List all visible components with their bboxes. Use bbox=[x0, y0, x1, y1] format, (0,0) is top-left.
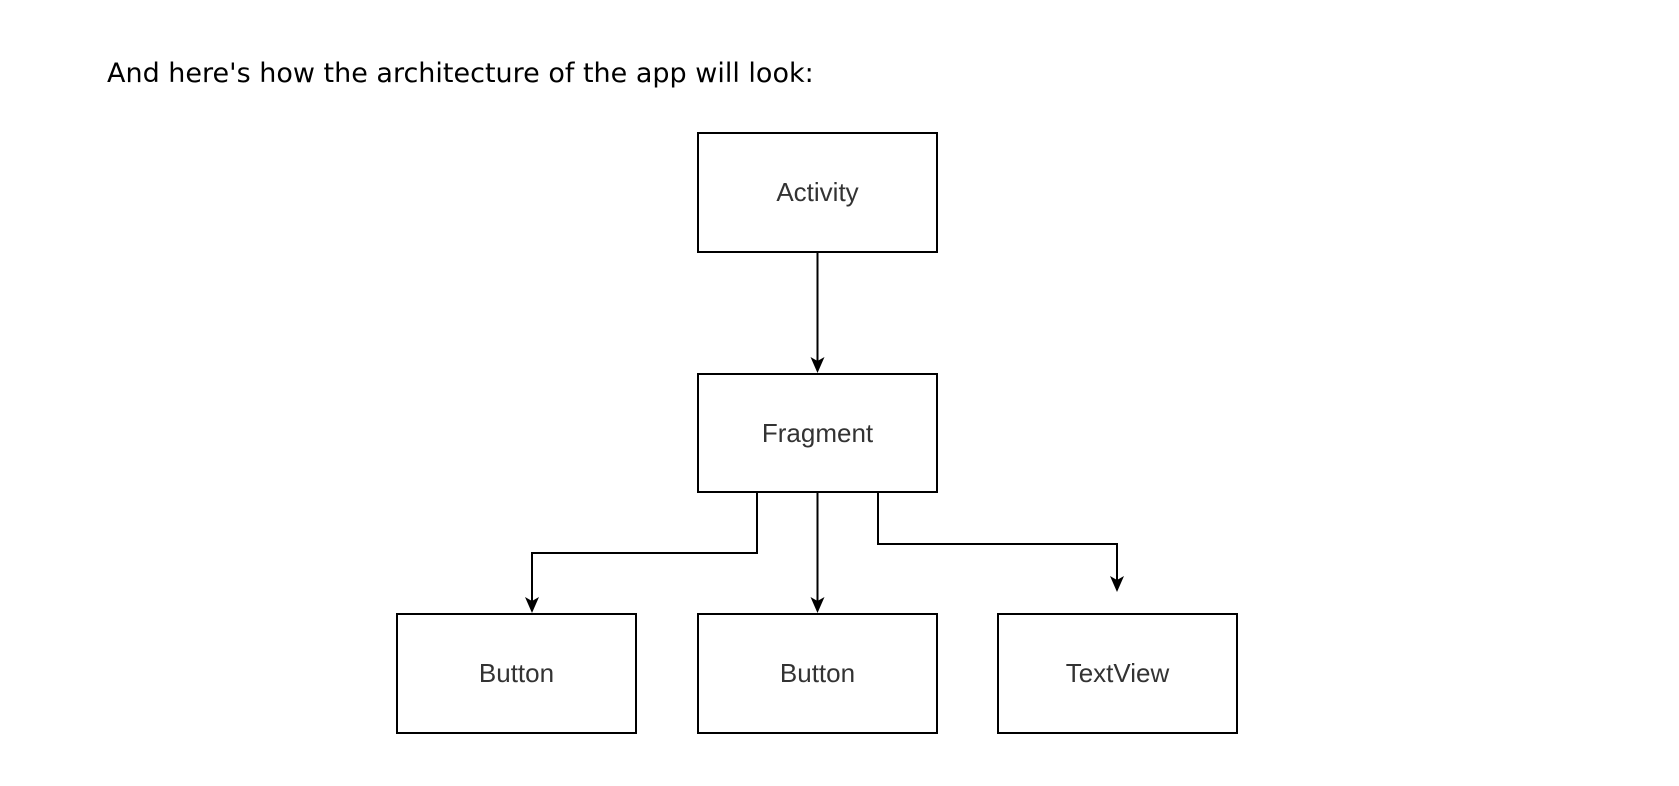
edge-fragment-textview bbox=[877, 493, 1124, 592]
node-button-1: Button bbox=[396, 613, 637, 734]
node-textview: TextView bbox=[997, 613, 1238, 734]
node-button-2: Button bbox=[697, 613, 938, 734]
node-fragment: Fragment bbox=[697, 373, 938, 493]
node-fragment-label: Fragment bbox=[761, 417, 874, 448]
node-button-1-label: Button bbox=[478, 658, 555, 688]
edge-fragment-button-1 bbox=[525, 493, 758, 613]
node-textview-label: TextView bbox=[1065, 658, 1170, 688]
intro-text: And here's how the architecture of the a… bbox=[107, 58, 814, 89]
node-button-2-label: Button bbox=[779, 658, 856, 688]
node-activity: Activity bbox=[697, 132, 938, 253]
node-activity-label: Activity bbox=[776, 177, 859, 207]
